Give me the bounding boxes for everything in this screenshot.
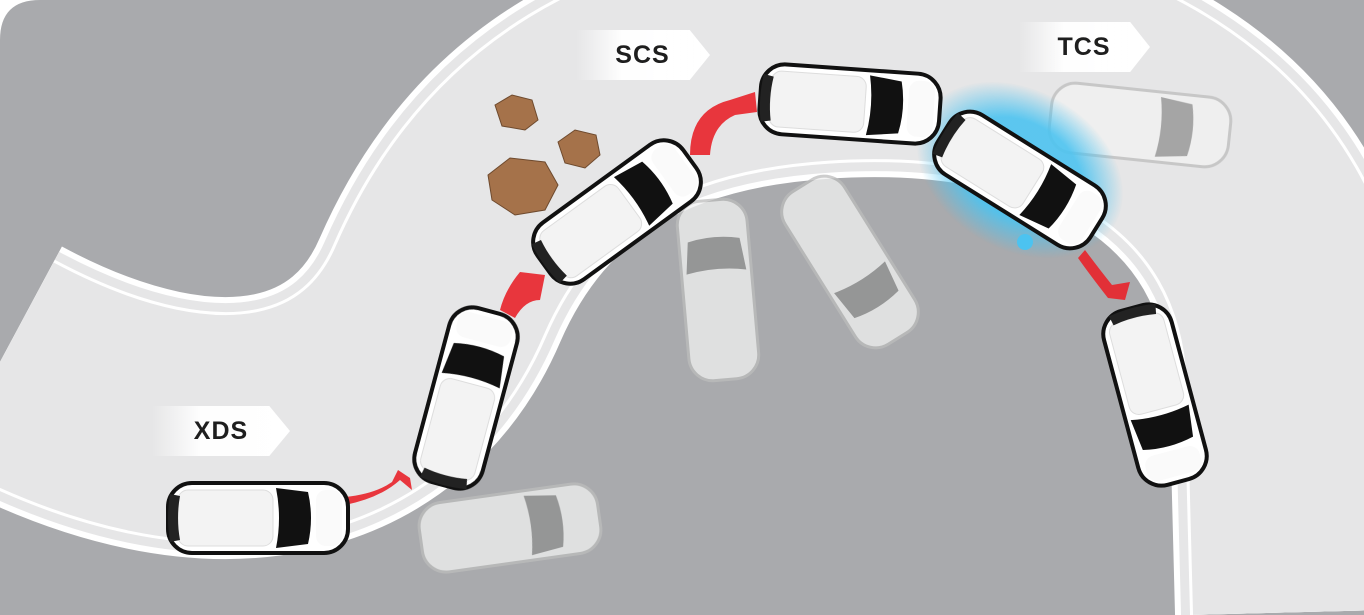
motion-arrows (345, 92, 1130, 505)
car-xds (166, 481, 350, 555)
car-scs-exit (755, 60, 945, 148)
ghost-car (673, 195, 763, 385)
label-tcs: TCS (1018, 22, 1150, 72)
label-scs: SCS (575, 30, 710, 80)
label-xds: XDS (152, 406, 290, 456)
rocks (487, 94, 601, 216)
